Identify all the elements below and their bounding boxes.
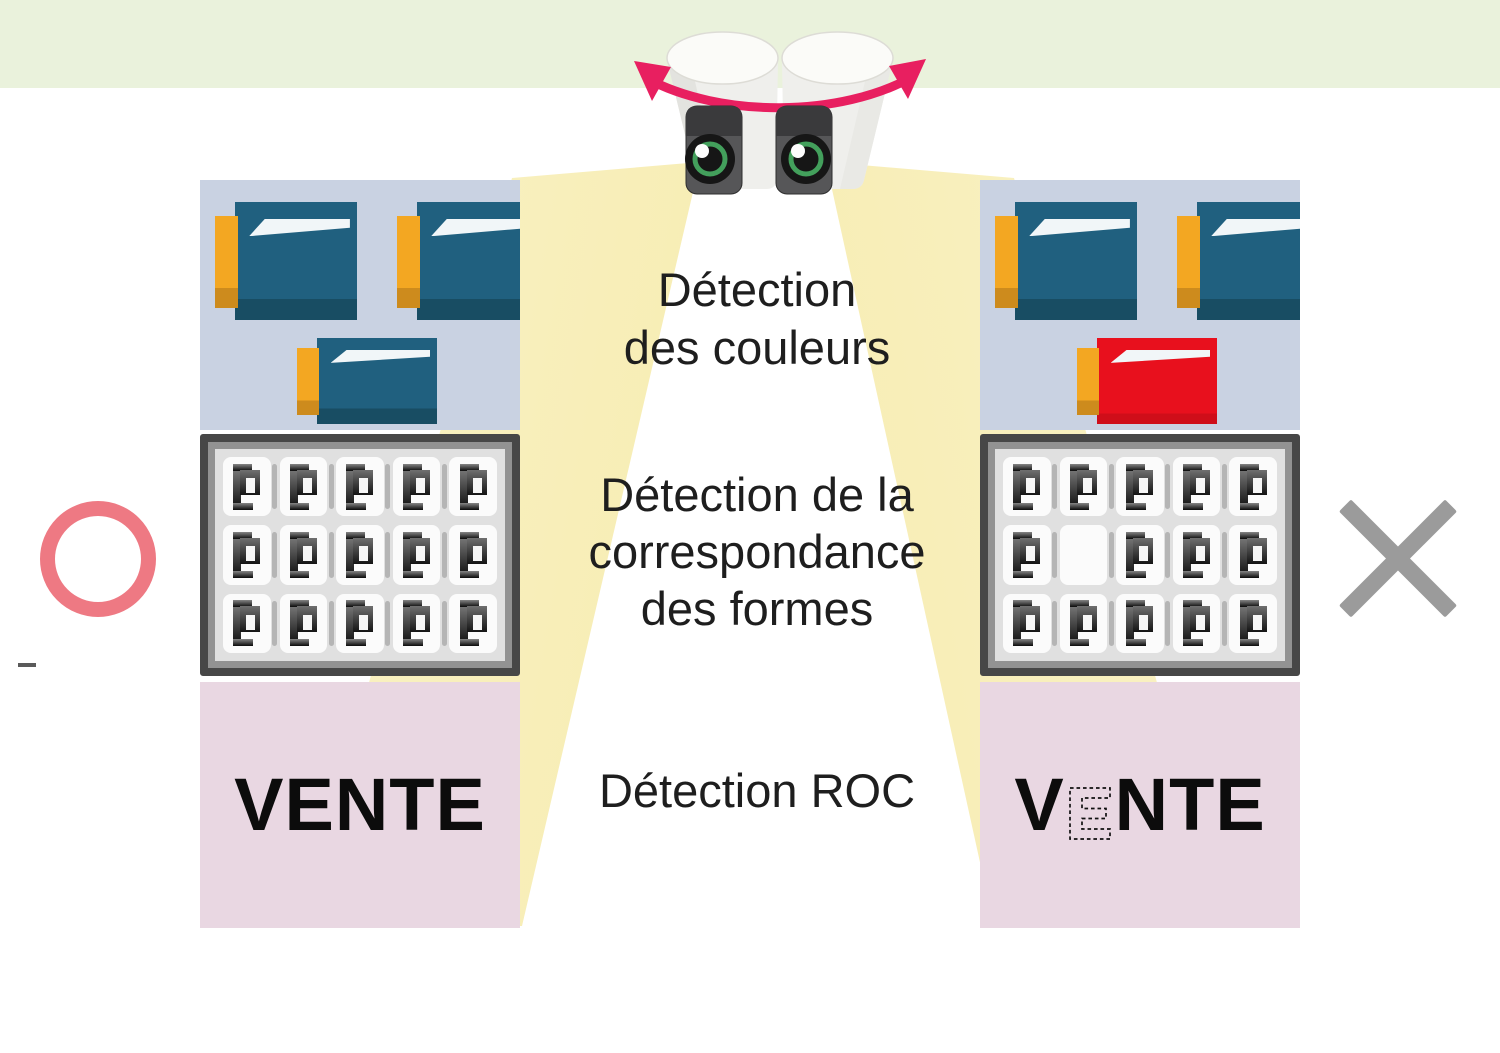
grid-slot-filled [385,457,441,517]
package-box-teal [397,202,520,320]
part-shape-icon [1013,463,1041,510]
dashed-missing-letter-e-icon [1068,787,1111,840]
shelf-panel-right [980,180,1300,430]
grid-slot-filled [223,525,271,585]
part-shape-icon [1013,600,1041,647]
part-shape-icon [403,463,431,510]
dual-ptz-camera-icon [634,31,926,195]
grid-slot-filled [441,593,497,653]
part-shape-icon [233,600,261,647]
sign-text-pre: V [1014,763,1065,846]
part-shape-icon [1126,463,1154,510]
grid-slot-filled [1003,457,1051,517]
part-shape-icon [289,531,317,578]
monitored-shelf-column: V NTE [980,180,1300,928]
package-box-teal [297,338,437,424]
grid-slot-filled [328,457,384,517]
grid-slot-filled [272,593,328,653]
grid-slot-filled [1052,593,1108,653]
label-shape-matching-detection: Détection de la correspondance des forme… [588,466,925,637]
package-box-red [1077,338,1217,424]
part-shape-icon [459,600,487,647]
sign-text-post: NTE [1114,763,1266,846]
package-box-teal [1177,202,1300,320]
grid-slot-filled [1165,593,1221,653]
part-shape-icon [233,463,261,510]
grid-slot-filled [385,593,441,653]
grid-slot-filled [441,525,497,585]
package-box-teal [215,202,357,320]
label-line: correspondance [588,525,926,578]
part-shape-icon [346,600,374,647]
label-color-detection: Détection des couleurs [624,261,891,377]
shelf-panel-left [200,180,520,430]
part-shape-icon [1239,600,1267,647]
reference-shelf-column: VENTE [200,180,520,928]
sign-panel-left: VENTE [200,682,520,928]
part-shape-icon [459,463,487,510]
grid-slot-filled [328,593,384,653]
grid-slot-filled [385,525,441,585]
part-shape-icon [1239,463,1267,510]
grid-slot-empty [1052,525,1108,585]
part-shape-icon [289,600,317,647]
grid-slot-filled [1221,525,1277,585]
grid-slot-filled [1221,593,1277,653]
part-shape-icon [1183,600,1211,647]
grid-slot-filled [1108,457,1164,517]
grid-slot-filled [1165,457,1221,517]
grid-slot-filled [441,457,497,517]
part-shape-icon [1239,531,1267,578]
shape-grid-right [1003,457,1277,653]
sign-text: VENTE [234,763,486,846]
grid-slot-filled [272,457,328,517]
ng-cross-icon [1322,483,1474,635]
grid-slot-filled [1003,593,1051,653]
package-box-teal [995,202,1137,320]
shape-grid-left [223,457,497,653]
grid-slot-filled [223,593,271,653]
part-shape-icon [1069,463,1097,510]
part-shape-icon [1069,600,1097,647]
part-shape-icon [1183,463,1211,510]
ok-circle-icon [40,501,156,617]
grid-slot-filled [1165,525,1221,585]
grid-slot-filled [1108,593,1164,653]
grid-slot-filled [1221,457,1277,517]
label-line: des couleurs [623,321,891,374]
part-shape-icon [403,531,431,578]
grid-slot-filled [328,525,384,585]
shape-grid-frame [200,434,520,676]
part-shape-icon [233,531,261,578]
grid-slot-filled [1003,525,1051,585]
grid-slot-filled [1052,457,1108,517]
label-line: des formes [640,582,874,635]
part-shape-icon [289,463,317,510]
part-shape-icon [1126,600,1154,647]
label-line: Détection [657,263,857,316]
part-shape-icon [1126,531,1154,578]
part-shape-icon [1183,531,1211,578]
part-shape-icon [459,531,487,578]
sign-panel-right: V NTE [980,682,1300,928]
part-shape-icon [1013,531,1041,578]
sign-text-broken: V NTE [1014,768,1265,842]
label-ocr-detection: Détection ROC [598,764,916,817]
part-shape-icon [403,600,431,647]
grid-slot-filled [272,525,328,585]
grid-slot-filled [223,457,271,517]
part-shape-icon [346,463,374,510]
shape-grid-frame [980,434,1300,676]
part-shape-icon [346,531,374,578]
grid-slot-filled [1108,525,1164,585]
stray-dash [18,663,36,667]
label-line: Détection de la [600,468,914,521]
